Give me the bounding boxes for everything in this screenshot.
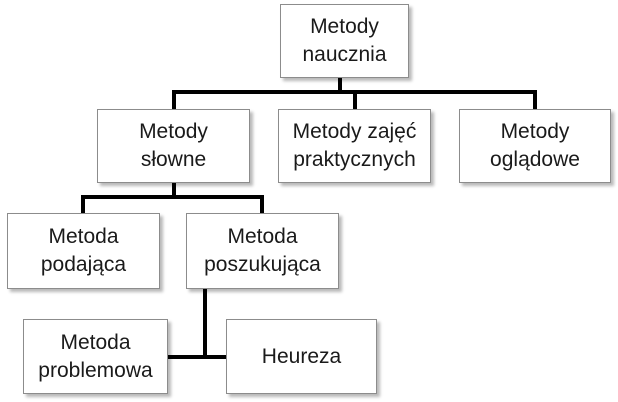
node-metody-zajec-praktycznych: Metody zajęć praktycznych: [278, 109, 431, 183]
node-metody-nauczania: Metody naucznia: [280, 4, 409, 78]
node-metody-slowne-label: Metody słowne: [139, 120, 208, 171]
node-metoda-podajaca-label: Metoda podająca: [40, 225, 127, 276]
node-metody-ogladowe: Metody oglądowe: [459, 109, 611, 183]
node-heureza: Heureza: [226, 319, 377, 394]
node-metoda-problemowa-label: Metoda problemowa: [38, 330, 153, 382]
node-metoda-podajaca: Metoda podająca: [7, 213, 160, 289]
node-metoda-problemowa: Metoda problemowa: [23, 319, 168, 394]
node-metody-ogladowe-label: Metody oglądowe: [490, 120, 580, 171]
node-metody-slowne: Metody słowne: [97, 109, 250, 183]
node-metody-zajec-praktycznych-label: Metody zajęć praktycznych: [292, 120, 417, 171]
node-metoda-poszukujaca: Metoda poszukująca: [186, 213, 339, 289]
node-metoda-poszukujaca-label: Metoda poszukująca: [204, 225, 321, 276]
node-metody-nauczania-label: Metody naucznia: [302, 15, 387, 66]
node-heureza-label: Heureza: [261, 344, 342, 368]
